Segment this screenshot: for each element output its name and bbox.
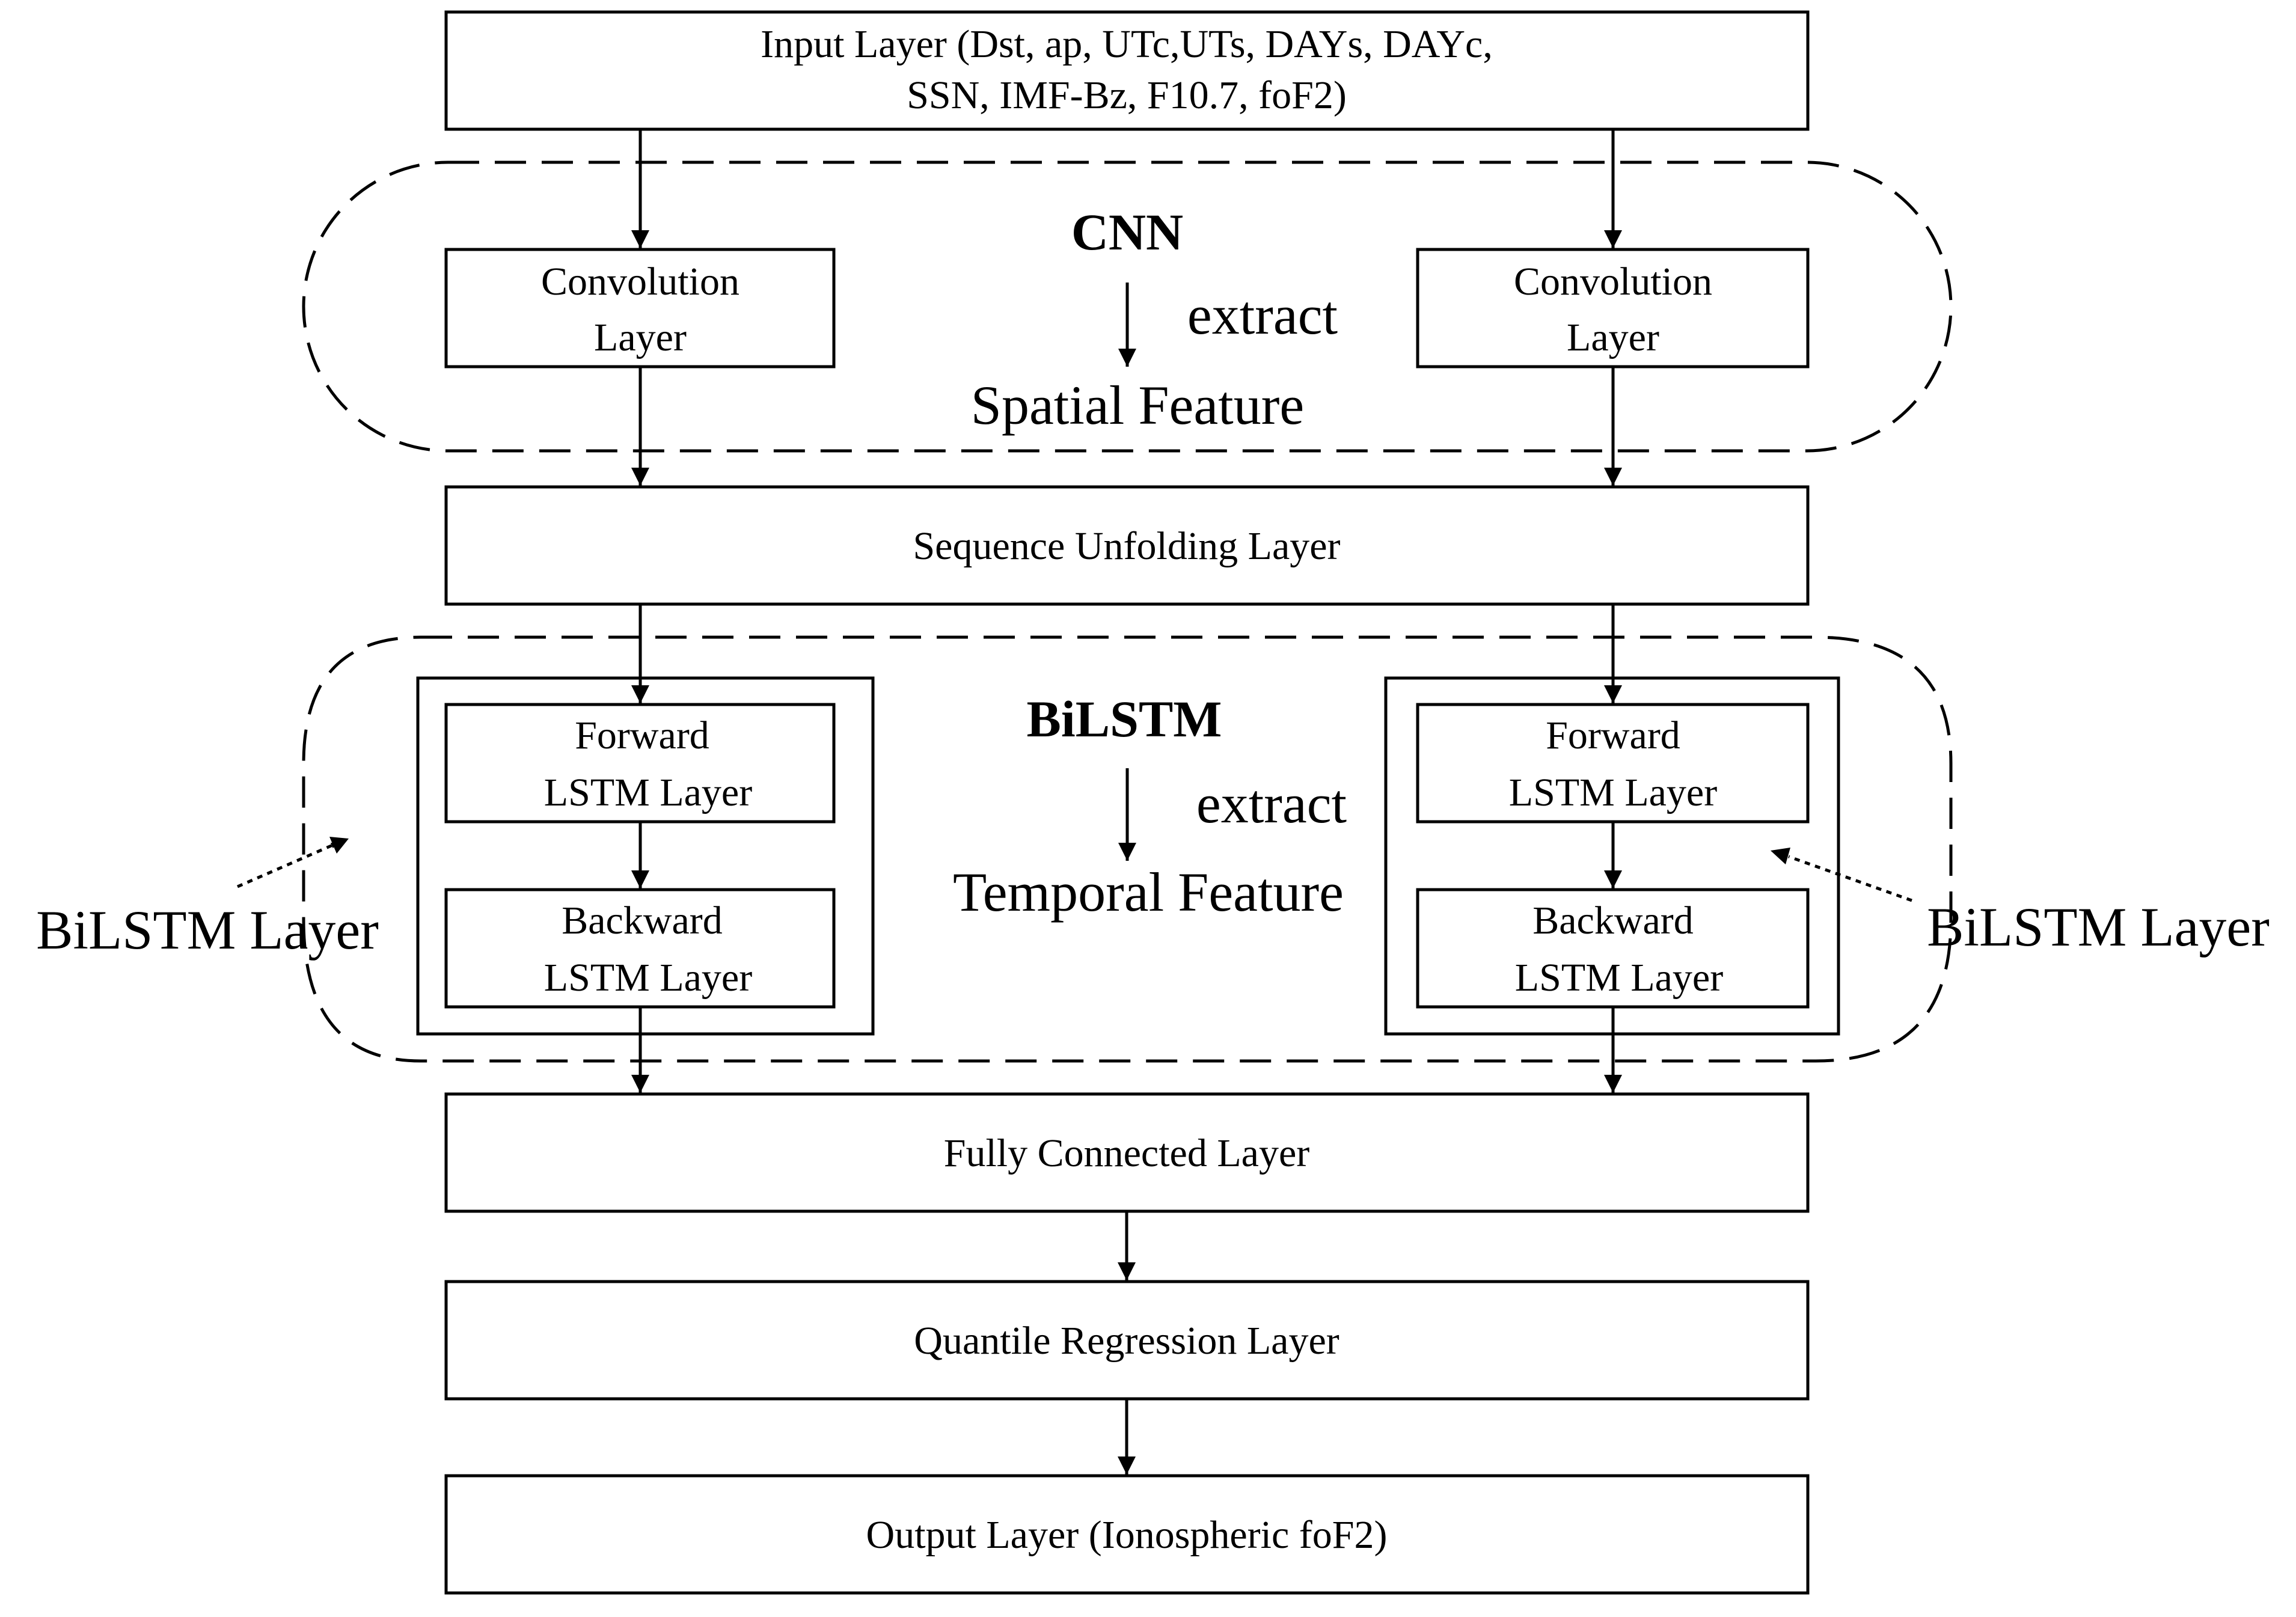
output-layer-box: Output Layer (Ionospheric foF2) xyxy=(444,1474,1810,1595)
right-forward-lstm-box: Forward LSTM Layer xyxy=(1416,703,1810,824)
right-convolution-line1: Convolution xyxy=(1514,260,1712,304)
right-convolution-layer-box: Convolution Layer xyxy=(1416,248,1810,368)
quantile-regression-layer-box: Quantile Regression Layer xyxy=(444,1280,1810,1401)
bilstm-title: BiLSTM xyxy=(1027,690,1222,748)
bilstm-group-outline xyxy=(302,635,1953,1063)
sequence-unfolding-layer-box: Sequence Unfolding Layer xyxy=(444,485,1810,606)
right-convolution-line2: Layer xyxy=(1567,316,1659,359)
left-backward-line1: Backward xyxy=(562,899,723,943)
left-bilstm-pointer-arrowhead xyxy=(329,837,349,854)
left-forward-line2: LSTM Layer xyxy=(544,771,752,815)
right-bilstm-layer-label: BiLSTM Layer xyxy=(1927,896,2270,958)
cnn-title: CNN xyxy=(1071,203,1183,261)
right-forward-line2: LSTM Layer xyxy=(1509,771,1717,815)
bilstm-temporal-feature-label: Temporal Feature xyxy=(953,861,1344,923)
bilstm-extract-label: extract xyxy=(1196,773,1347,834)
cnn-extract-label: extract xyxy=(1187,284,1338,346)
right-bilstm-pointer-arrowhead xyxy=(1771,848,1790,864)
input-layer-box: Input Layer (Dst, ap, UTc,UTs, DAYs, DAY… xyxy=(444,10,1810,131)
input-layer-line1: Input Layer (Dst, ap, UTc,UTs, DAYs, DAY… xyxy=(761,22,1493,66)
input-layer-line2: SSN, IMF-Bz, F10.7, foF2) xyxy=(907,73,1347,117)
left-convolution-line1: Convolution xyxy=(541,260,739,304)
flow-arrows xyxy=(631,129,1622,1475)
right-backward-lstm-box: Backward LSTM Layer xyxy=(1416,888,1810,1009)
sequence-unfolding-label: Sequence Unfolding Layer xyxy=(913,524,1340,568)
cnn-group-outline xyxy=(302,160,1953,453)
fully-connected-label: Fully Connected Layer xyxy=(944,1131,1310,1175)
left-convolution-layer-box: Convolution Layer xyxy=(444,248,836,368)
right-forward-line1: Forward xyxy=(1546,714,1680,757)
left-backward-lstm-box: Backward LSTM Layer xyxy=(444,888,836,1009)
left-bilstm-layer-label: BiLSTM Layer xyxy=(36,899,379,961)
right-backward-line2: LSTM Layer xyxy=(1515,956,1723,1000)
output-layer-label: Output Layer (Ionospheric foF2) xyxy=(866,1513,1388,1557)
left-convolution-line2: Layer xyxy=(594,316,687,359)
quantile-regression-label: Quantile Regression Layer xyxy=(914,1319,1339,1363)
left-backward-line2: LSTM Layer xyxy=(544,956,752,1000)
left-forward-line1: Forward xyxy=(575,714,709,757)
left-forward-lstm-box: Forward LSTM Layer xyxy=(444,703,836,824)
right-bilstm-pointer-arrow xyxy=(1788,855,1912,902)
fully-connected-layer-box: Fully Connected Layer xyxy=(444,1092,1810,1213)
left-bilstm-pointer-arrow xyxy=(237,842,337,888)
cnn-spatial-feature-label: Spatial Feature xyxy=(971,374,1304,436)
right-backward-line1: Backward xyxy=(1532,899,1694,943)
